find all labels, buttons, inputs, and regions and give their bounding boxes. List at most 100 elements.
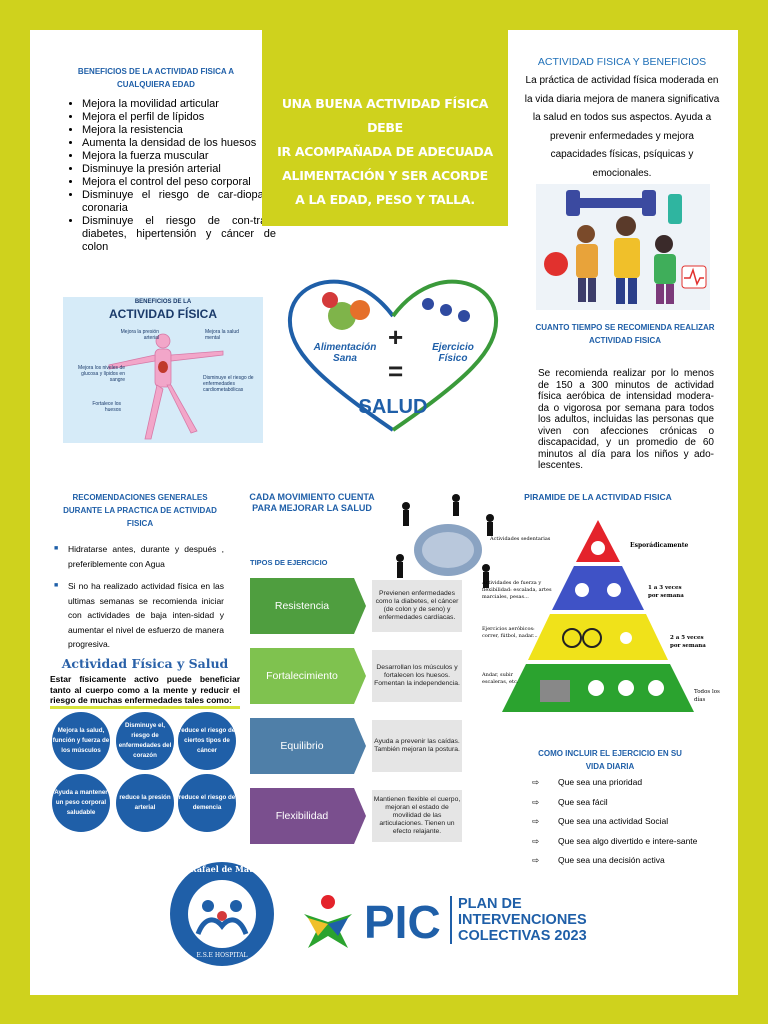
exercise-label: Resistencia <box>274 600 330 612</box>
pyramid-left-label: Ejercicios aeróbicos: correr, fútbol, na… <box>482 626 538 639</box>
exercise-label: Flexibilidad <box>275 810 329 822</box>
movimiento-title: CADA MOVIMIENTO CUENTA PARA MEJORAR LA S… <box>249 492 375 513</box>
body-figure-subtitle: BENEFICIOS DE LA <box>134 299 192 305</box>
label-huesos: Fortalece los huesos <box>92 401 121 413</box>
ejercicio-label: Ejercicio Físico <box>432 342 474 364</box>
arrow-shape <box>250 788 366 844</box>
label-presion: Mejora la presión arterial <box>120 329 159 341</box>
list-item: ⇨ Que sea una decisión activa <box>526 854 706 868</box>
arrow-icon: ⇨ <box>532 835 540 846</box>
hospital-label: E.S.E HOSPITAL <box>196 952 248 959</box>
exercise-row-flexibilidad: Flexibilidad Mantienen flexible el cuerp… <box>250 788 462 844</box>
benefit-circle: Mejora la salud, función y fuerza de los… <box>52 712 110 770</box>
incluir-text: Que sea fácil <box>558 796 608 807</box>
pyramid-shape <box>502 520 694 712</box>
rec-text: Hidratarse antes, durante y después , pr… <box>68 544 224 569</box>
tipos-title: TIPOS DE EJERCICIO <box>250 558 328 567</box>
plan-text: PLAN DE INTERVENCIONES COLECTIVAS 2023 <box>450 896 638 944</box>
family-exercise-illustration <box>536 184 710 310</box>
actividad-text: La práctica de actividad física moderada… <box>524 75 720 179</box>
exercise-label: Fortalecimiento <box>266 670 338 682</box>
list-item: ■ Hidratarse antes, durante y después , p… <box>52 542 224 571</box>
banner-text: UNA BUENA ACTIVIDAD FÍSICA DEBE IR ACOMP… <box>268 92 502 212</box>
benefit-circle: reduce el riesgo de ciertos tipos de cán… <box>178 712 236 770</box>
banner-line: IR ACOMPAÑADA DE ADECUADA <box>277 144 493 159</box>
banner-line: A LA EDAD, PESO Y TALLA. <box>295 192 475 207</box>
incluir-list: ⇨ Que sea una prioridad ⇨ Que sea fácil ⇨ Q… <box>526 776 706 874</box>
pyramid-right-label: Todos los días <box>694 689 720 703</box>
list-item: Mejora la fuerza muscular <box>82 150 276 163</box>
incluir-title: COMO INCLUIR EL EJERCICIO EN SU VIDA DIA… <box>538 749 682 771</box>
recomendaciones-title: RECOMENDACIONES GENERALES DURANTE LA PRA… <box>63 493 217 528</box>
incluir-text: Que sea una decisión activa <box>558 855 665 865</box>
benefit-circle: Ayuda a mantener un peso corporal saluda… <box>52 774 110 832</box>
rec-text: Si no ha realizado actividad física en l… <box>68 581 224 649</box>
exercise-row-equilibrio: Equilibrio Ayuda a prevenir las caídas. … <box>250 718 462 774</box>
arrow-shape <box>250 718 366 774</box>
afs-title: Actividad Física y Salud <box>61 656 229 671</box>
list-item: Mejora la resistencia <box>82 124 276 137</box>
pyramid-left-label: Actividades de fuerza y flexibilidad: es… <box>482 580 552 600</box>
afs-text: Estar físicamente activo puede beneficia… <box>50 674 240 705</box>
list-item: ⇨ Que sea una prioridad <box>526 776 706 790</box>
list-item: Aumenta la densidad de los huesos <box>82 137 276 150</box>
pyramid-right-label: Esporádicamente <box>630 542 689 549</box>
beneficios-list: Mejora la movilidad articular Mejora el … <box>70 98 276 254</box>
arrow-shape <box>250 648 366 704</box>
exercise-label: Equilibrio <box>280 740 324 752</box>
tiempo-text: Se recomienda realizar por lo menos de 1… <box>538 368 714 471</box>
list-item: Disminuye la presión arterial <box>82 163 276 176</box>
banner-line: UNA BUENA ACTIVIDAD FÍSICA DEBE <box>281 96 489 135</box>
list-item: ⇨ Que sea una actividad Social <box>526 815 706 829</box>
heart-icon <box>287 279 499 432</box>
incluir-text: Que sea una prioridad <box>558 777 643 787</box>
arrow-icon: ⇨ <box>532 796 540 807</box>
divider <box>50 706 240 709</box>
label-cardio: Disminuye el riesgo de enfermedades card… <box>203 375 254 393</box>
exercise-row-resistencia: Resistencia Previenen enfermedades como … <box>250 578 462 634</box>
label-mental: Mejora la salud mental <box>205 329 239 341</box>
hospital-name: San Rafael de Matanza <box>170 864 274 874</box>
exercise-desc: Desarrollan los músculos y fortalecen lo… <box>372 650 462 702</box>
piramide-title: PIRAMIDE DE LA ACTIVIDAD FISICA <box>524 492 672 502</box>
list-item: ⇨ Que sea algo divertido e intere-sante <box>526 835 706 849</box>
pyramid-right-label: 1 a 3 veces por semana <box>648 585 684 599</box>
benefit-circle: reduce el riesgo de demencia <box>178 774 236 832</box>
arrow-icon: ⇨ <box>532 777 540 787</box>
list-item: Mejora el perfil de lípidos <box>82 111 276 124</box>
equals-sign: = <box>388 356 404 386</box>
actividad-title: ACTIVIDAD FISICA Y BENEFICIOS <box>537 56 707 68</box>
exercise-desc: Previenen enfermedades como la diabetes,… <box>372 580 462 632</box>
incluir-text: Que sea algo divertido e intere-sante <box>558 835 698 846</box>
bullet-icon: ■ <box>54 545 59 552</box>
human-body-icon <box>108 333 224 440</box>
benefit-circle: reduce la presión arterial <box>116 774 174 832</box>
pyramid-left-label: Andar, subir escaleras, etc. <box>482 672 519 685</box>
plan-line: PLAN DE <box>458 896 522 912</box>
benefit-circle: Disminuye el, riesgo de enfermedades del… <box>116 712 174 770</box>
list-item: Disminuye el riesgo de con-traer diabete… <box>82 215 276 254</box>
pic-logo: PIC <box>298 892 458 956</box>
poster-sheet: BENEFICIOS DE LA ACTIVIDAD FISICA A CUAL… <box>30 30 738 995</box>
beneficios-title: BENEFICIOS DE LA ACTIVIDAD FISICA A CUAL… <box>77 67 235 89</box>
tiempo-title: CUANTO TIEMPO SE RECOMIENDA REALIZAR ACT… <box>535 323 715 345</box>
salud-label: SALUD <box>358 396 428 418</box>
arrow-icon: ⇨ <box>532 855 540 865</box>
exercise-desc: Mantienen flexible el cuerpo, mejoran el… <box>372 790 462 842</box>
pic-figures-icon <box>304 895 352 948</box>
list-item: ⇨ Que sea fácil <box>526 796 706 810</box>
pyramid-left-label: Actividades sedentarias <box>490 536 551 542</box>
activity-pyramid: Actividades sedentarias Actividades de f… <box>480 510 720 740</box>
pyramid-right-label: 2 a 5 veces por semana <box>670 635 706 649</box>
list-item: Mejora el control del peso corporal <box>82 176 276 189</box>
body-benefits-figure: BENEFICIOS DE LA ACTIVIDAD FÍSICA Mejora… <box>63 297 263 443</box>
hospital-logo-icon <box>170 862 274 966</box>
label-glucosa: Mejora los niveles de glucosa y lípidos … <box>78 365 125 383</box>
brain-athletes-icon <box>396 494 494 596</box>
bullet-icon: ■ <box>54 582 59 589</box>
alimentacion-label: Alimentación Sana <box>313 342 377 364</box>
arrow-icon: ⇨ <box>532 816 540 826</box>
incluir-text: Que sea una actividad Social <box>558 816 669 826</box>
plan-line: INTERVENCIONES <box>458 912 587 928</box>
pic-text: PIC <box>364 896 441 948</box>
